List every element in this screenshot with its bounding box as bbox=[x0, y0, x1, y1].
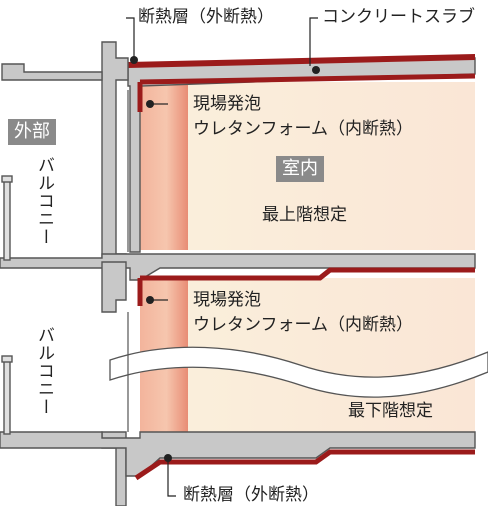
upper-foam-label-1: 現場発泡 bbox=[193, 94, 261, 114]
upper-ledge bbox=[1, 63, 103, 81]
middle-wall-column bbox=[101, 261, 127, 313]
concrete-slab-label: コンクリートスラブ bbox=[322, 7, 475, 27]
bottom-insulation-label: 断熱層（外断熱） bbox=[183, 485, 319, 505]
upper-foam-label-2: ウレタンフォーム（内断熱） bbox=[193, 119, 413, 139]
upper-inner-insulation bbox=[137, 73, 476, 112]
lower-balcony-railing bbox=[1, 355, 13, 435]
lower-inner-insulation bbox=[137, 267, 475, 306]
bottom-concrete-slab bbox=[0, 431, 476, 477]
upper-balcony-label: バルコニー bbox=[34, 156, 54, 246]
room-bottom-label: 最下階想定 bbox=[348, 401, 433, 421]
leader-lines bbox=[126, 17, 318, 497]
exterior-tag: 外部 bbox=[8, 119, 56, 145]
roof-concrete-slab bbox=[127, 57, 476, 253]
break-line bbox=[109, 346, 488, 398]
upper-foam-zone bbox=[140, 82, 188, 250]
bottom-outer-insulation bbox=[134, 449, 475, 481]
roof-outer-insulation bbox=[128, 54, 475, 68]
lower-balcony-label: バルコニー bbox=[34, 326, 54, 416]
upper-balcony-railing bbox=[1, 175, 13, 261]
lower-foam-label-2: ウレタンフォーム（内断熱） bbox=[193, 315, 413, 335]
leader-markers bbox=[130, 56, 320, 462]
upper-wall-column bbox=[101, 41, 129, 263]
middle-slab bbox=[0, 253, 476, 281]
room-top-label: 最上階想定 bbox=[262, 205, 347, 225]
interior-tag: 室内 bbox=[276, 156, 324, 182]
lower-foam-label-1: 現場発泡 bbox=[193, 290, 261, 310]
top-insulation-label: 断熱層（外断熱） bbox=[138, 7, 274, 27]
